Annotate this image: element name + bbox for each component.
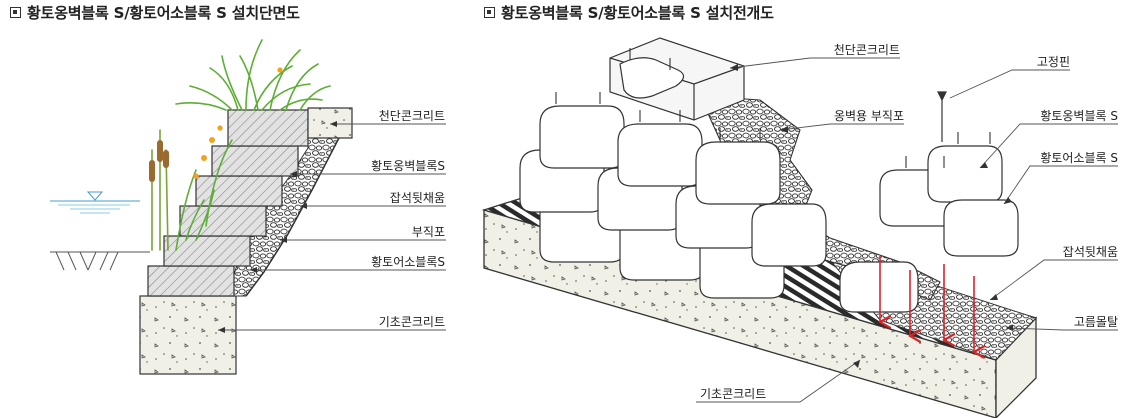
left-label-foundation: 기초콘크리트 [379, 315, 445, 329]
left-section-drawing: 천단콘크리트 황토옹벽블록S 잡석뒷채움 부직포 황토어소블록S 기초콘크리트 [50, 39, 446, 375]
left-label-top-concrete: 천단콘크리트 [379, 108, 445, 123]
water-surface [50, 191, 140, 214]
nonwoven-line [245, 135, 341, 297]
right-leaders [696, 57, 1118, 403]
foundation-concrete [139, 295, 237, 375]
left-title-text: 황토옹벽블록 S/황토어소블록 S 설치단면도 [27, 4, 300, 22]
reed-heads [149, 140, 169, 182]
right-diagram-title: 황토옹벽블록 S/황토어소블록 S 설치전개도 [484, 2, 774, 23]
left-leader-arrows [218, 121, 337, 333]
fixing-pin [937, 91, 947, 142]
right-label-retaining-block: 황토옹벽블록 S [1040, 109, 1118, 123]
square-bullet-icon [484, 7, 495, 18]
left-label-rubble-fill: 잡석뒷채움 [390, 191, 445, 205]
right-leader-arrows [730, 64, 1013, 368]
right-label-wall-fabric: 옹벽용 부직포 [834, 109, 904, 123]
right-exploded-drawing: 천단콘크리트 고정핀 옹벽용 부직포 황토옹벽블록 S 황토어소블록 S 잡석뒷… [481, 37, 1118, 418]
block-pins [555, 48, 761, 140]
left-label-nonwoven: 부직포 [412, 225, 445, 239]
block-stack [519, 37, 827, 299]
left-label-underlines [352, 123, 446, 331]
ground-hatch [50, 251, 150, 271]
right-label-rubble-fill: 잡석뒷채움 [1063, 245, 1118, 259]
right-label-leveling-mortar: 고름몰탈 [1074, 315, 1118, 329]
separate-blocks [839, 145, 1019, 313]
left-leaders [218, 123, 352, 331]
right-label-foundation: 기초콘크리트 [700, 387, 766, 401]
red-arrows [880, 256, 974, 352]
square-bullet-icon [10, 7, 21, 18]
left-diagram-title: 황토옹벽블록 S/황토어소블록 S 설치단면도 [10, 2, 300, 23]
stacked-blocks [147, 109, 309, 297]
left-label-retaining-block: 황토옹벽블록S [371, 159, 445, 173]
right-label-top-concrete: 천단콘크리트 [834, 42, 900, 57]
right-label-reed-block: 황토어소블록 S [1040, 151, 1118, 165]
left-label-reed-block: 황토어소블록S [371, 255, 445, 269]
right-title-text: 황토옹벽블록 S/황토어소블록 S 설치전개도 [501, 4, 774, 22]
separate-pins [905, 132, 991, 168]
top-concrete [307, 107, 353, 139]
flowers [193, 67, 283, 179]
right-label-fixing-pin: 고정핀 [1037, 55, 1070, 69]
